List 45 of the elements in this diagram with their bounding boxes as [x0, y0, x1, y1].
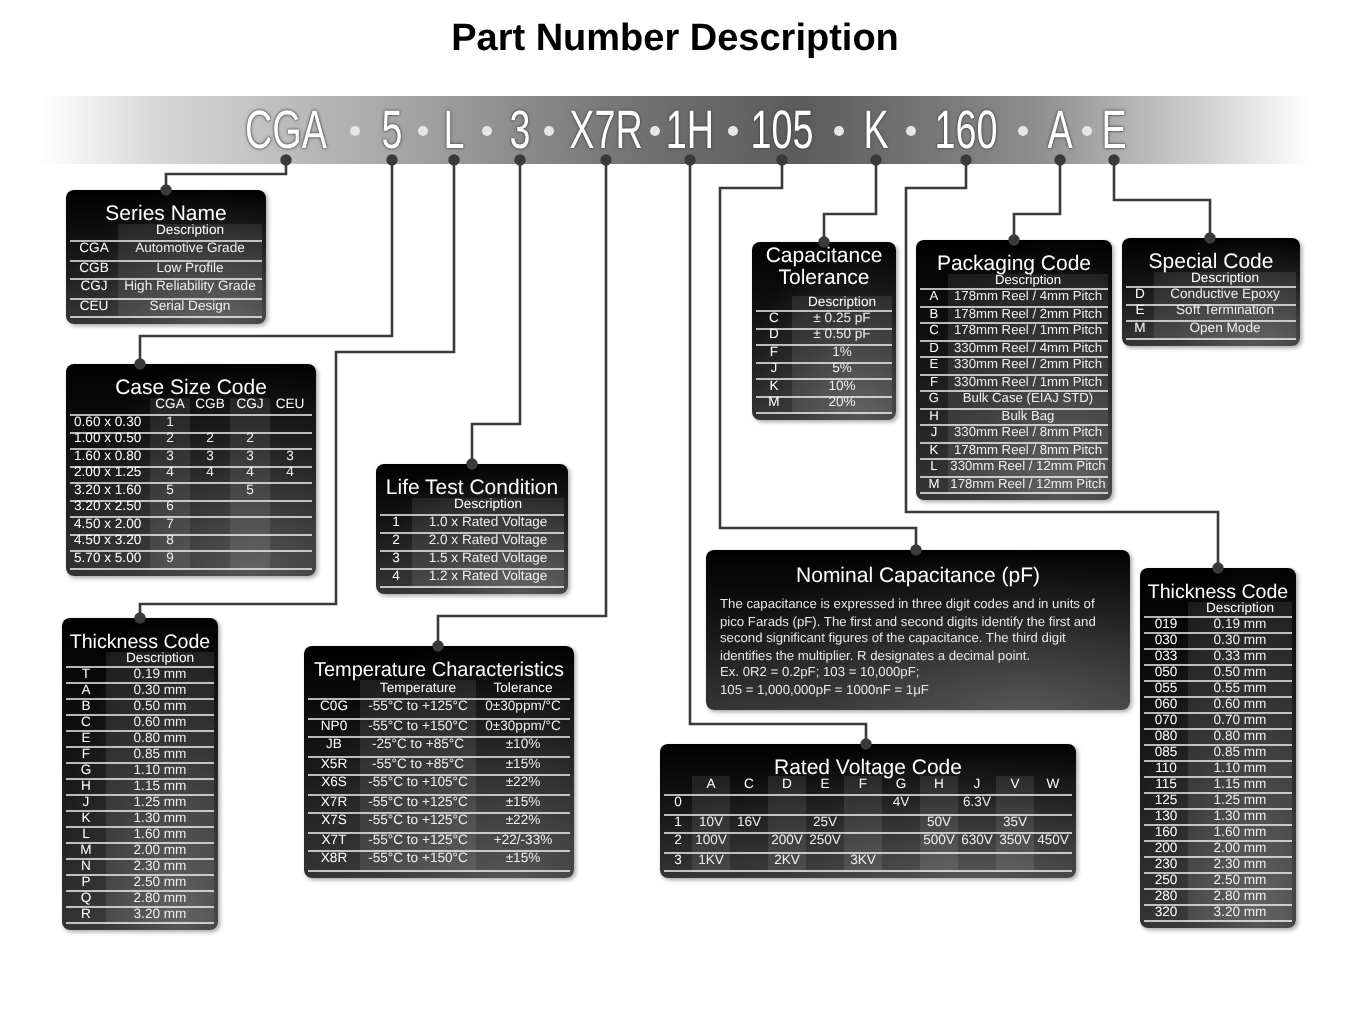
connector-line: [160, 154, 292, 196]
table-title: Series Name: [105, 204, 227, 226]
table-title: Case Size Code: [115, 378, 267, 400]
part-code-label: 5: [381, 100, 403, 160]
connector-line: [1108, 154, 1216, 244]
connector-line: [134, 154, 398, 370]
part-code-label: 160: [934, 100, 998, 160]
code-table: [304, 646, 574, 877]
part-code-label: 1H: [665, 100, 715, 160]
table-title: Temperature Characteristics: [313, 662, 565, 682]
table-title: Thickness Code: [69, 634, 211, 654]
part-code-label: 105: [750, 100, 814, 160]
connector-line: [432, 154, 612, 652]
part-code-label: CGA: [245, 100, 327, 160]
connector-line: [1008, 154, 1066, 246]
diagram-title: Part Number Description: [451, 18, 899, 62]
table-title: Life Test Condition: [385, 478, 559, 500]
connector-line: [818, 154, 882, 248]
part-code-label: A: [1047, 100, 1073, 160]
connector-line: [134, 154, 460, 624]
code-table: [1140, 568, 1296, 928]
table-title: Rated Voltage Code: [774, 758, 962, 780]
table-title: Packaging Code: [936, 254, 1092, 276]
code-table: [916, 240, 1112, 500]
code-table: [1122, 238, 1300, 345]
part-code-label: L: [443, 100, 465, 160]
connector-line: [684, 154, 872, 750]
table-title: Capacitance Tolerance: [763, 246, 885, 291]
table-title: Special Code: [1148, 252, 1274, 274]
code-table: [660, 744, 1076, 878]
connector-line: [466, 154, 526, 470]
part-code-label: E: [1101, 100, 1127, 160]
part-code-label: K: [863, 100, 889, 160]
info-panel: [706, 550, 1130, 711]
table-title: Thickness Code: [1147, 584, 1289, 604]
code-table: [66, 364, 316, 575]
code-table: [62, 618, 218, 930]
part-code-label: X7R: [569, 100, 643, 160]
connector-line: [904, 154, 1224, 574]
connector-line: [718, 154, 922, 556]
panel-title: Nominal Capacitance (pF): [796, 566, 1040, 589]
part-code-label: 3: [509, 100, 531, 160]
code-table: [376, 464, 568, 594]
code-table: [66, 190, 266, 324]
code-table: [752, 242, 896, 420]
